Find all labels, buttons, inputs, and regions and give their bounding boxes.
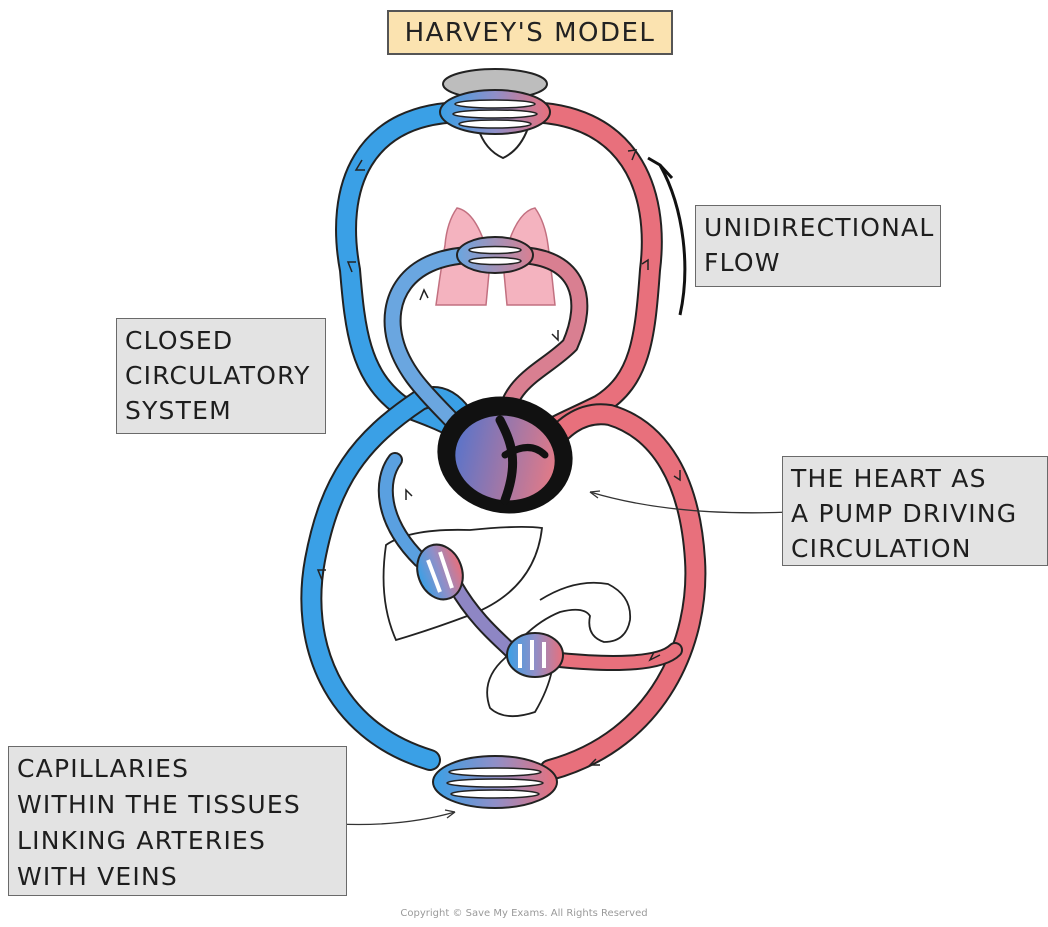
label-line: UNIDIRECTIONAL — [704, 210, 932, 245]
label-line: A PUMP DRIVING — [791, 496, 1039, 531]
label-line: CIRCULATORY — [125, 358, 317, 393]
copyright-text: Copyright © Save My Exams. All Rights Re… — [0, 908, 1048, 919]
lung-capillary-bed — [457, 237, 533, 273]
label-line: CAPILLARIES — [17, 751, 338, 787]
label-line: SYSTEM — [125, 393, 317, 428]
capillaries-label: CAPILLARIES WITHIN THE TISSUES LINKING A… — [8, 746, 347, 896]
arrow-head — [420, 290, 428, 300]
tissue-capillary-bed — [433, 756, 557, 808]
diagram-title: HARVEY'S MODEL — [387, 10, 673, 55]
unidirectional-flow-label: UNIDIRECTIONAL FLOW — [695, 205, 941, 287]
label-line: CIRCULATION — [791, 531, 1039, 566]
head-capillary-bed — [440, 90, 550, 134]
label-line: THE HEART AS — [791, 461, 1039, 496]
label-line: FLOW — [704, 245, 932, 280]
label-line: CLOSED — [125, 323, 317, 358]
intestine-capillary-bed — [507, 633, 563, 677]
label-line: WITH VEINS — [17, 859, 338, 895]
heart-pump-label: THE HEART AS A PUMP DRIVING CIRCULATION — [782, 456, 1048, 566]
closed-system-label: CLOSED CIRCULATORY SYSTEM — [116, 318, 326, 434]
arrow-head — [552, 330, 558, 340]
label-line: LINKING ARTERIES — [17, 823, 338, 859]
label-line: WITHIN THE TISSUES — [17, 787, 338, 823]
arrow-head — [406, 490, 412, 500]
capillary-leader-line — [337, 812, 455, 825]
